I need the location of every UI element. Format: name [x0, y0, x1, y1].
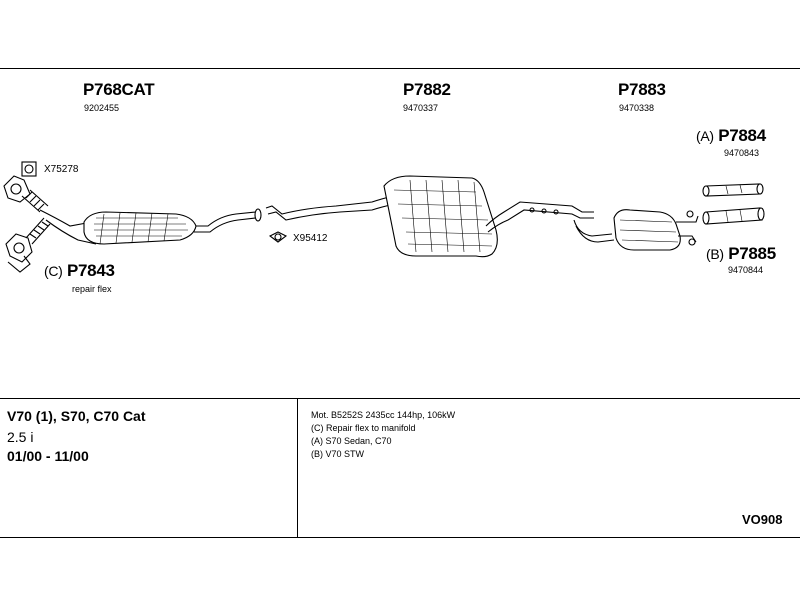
note-line: (A) S70 Sedan, C70 [311, 436, 392, 446]
part-mid-code[interactable]: P7882 [403, 80, 451, 99]
vehicle-models: V70 (1), S70, C70 Cat [7, 408, 146, 424]
middle-silencer-shape [383, 175, 498, 258]
catalytic-converter-shape [83, 211, 197, 245]
vehicle-engine: 2.5 i [7, 429, 34, 445]
diagram-code: VO908 [742, 512, 783, 527]
rear-silencer-shape [613, 209, 681, 251]
tailpipe-b-shape [702, 207, 765, 225]
part-cat-number: 9202455 [84, 103, 120, 113]
tailpipe-a-shape [702, 183, 764, 197]
manifold-flange-upper-icon [3, 175, 31, 203]
part-rear-number: 9470338 [619, 103, 655, 113]
part-mid-number: 9470337 [403, 103, 439, 113]
fitment-notes: Mot. B5252S 2435cc 144hp, 106kW (C) Repa… [311, 409, 455, 461]
gasket-code[interactable]: X75278 [44, 164, 79, 175]
part-tail-b[interactable]: (B) P7885 [706, 244, 776, 264]
note-line: (C) Repair flex to manifold [311, 423, 416, 433]
note-line: (B) V70 STW [311, 449, 365, 459]
part-tail-b-code: P7885 [728, 244, 776, 263]
part-tail-a[interactable]: (A) P7884 [696, 126, 766, 146]
part-cat-code[interactable]: P768CAT [83, 80, 155, 99]
info-column-divider [297, 399, 298, 537]
part-tail-a-prefix: (A) [696, 128, 714, 144]
part-tail-b-prefix: (B) [706, 246, 724, 262]
part-rear-code[interactable]: P7883 [618, 80, 666, 99]
clamp-code[interactable]: X95412 [293, 233, 328, 244]
part-flex[interactable]: (C) P7843 [44, 261, 115, 281]
vehicle-years: 01/00 - 11/00 [7, 448, 89, 464]
part-tail-b-number: 9470844 [728, 265, 764, 275]
info-divider [0, 398, 800, 399]
clamp-icon [268, 231, 288, 243]
part-flex-note: repair flex [72, 284, 112, 294]
gasket-icon [21, 161, 37, 177]
note-line: Mot. B5252S 2435cc 144hp, 106kW [311, 410, 456, 420]
manifold-flange-lower-icon [5, 233, 33, 273]
part-flex-code: P7843 [66, 261, 115, 280]
diagram-frame [0, 68, 800, 538]
part-tail-a-number: 9470843 [724, 148, 760, 158]
part-flex-prefix: (C) [44, 263, 63, 279]
part-tail-a-code: P7884 [718, 126, 766, 145]
